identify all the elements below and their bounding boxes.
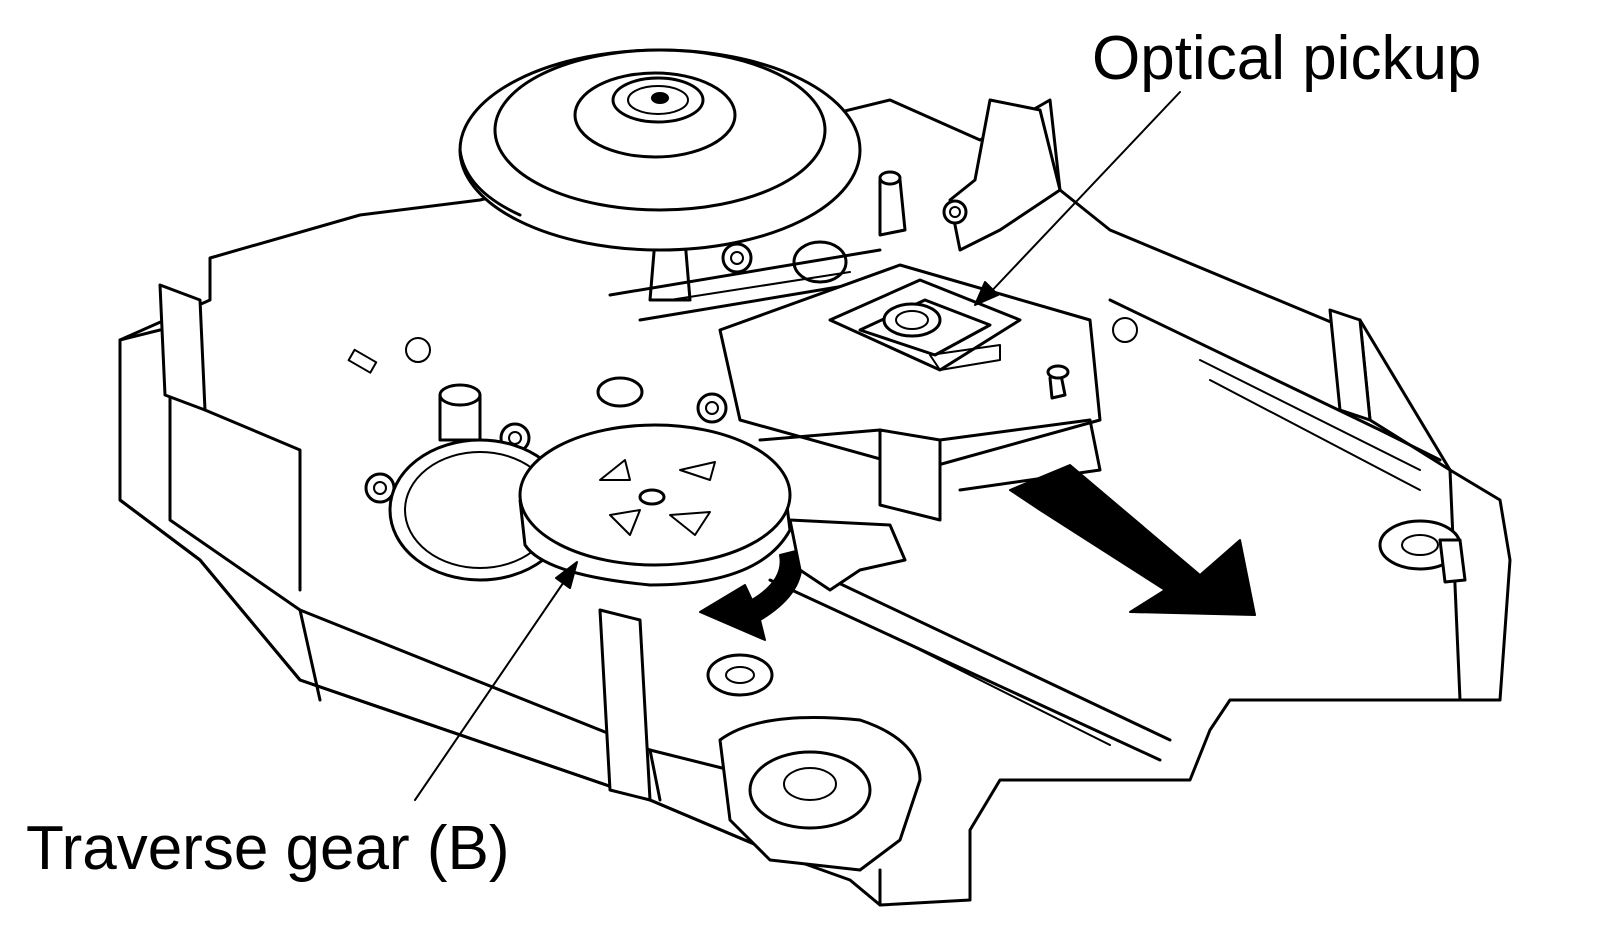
traverse-gear [388, 376, 907, 592]
leader-optical-pickup-arrowhead [974, 281, 999, 306]
leader-traverse-gear-arrowhead [555, 561, 578, 589]
traverse-gear-label: Traverse gear (B) [26, 814, 510, 883]
optical-pickup-label: Optical pickup [1092, 24, 1482, 93]
guide-shaft [608, 248, 1172, 762]
front-foot [598, 519, 1467, 907]
callout-leaders [414, 91, 1181, 801]
turntable [458, 48, 862, 302]
movement-arrows [699, 464, 1256, 641]
leader-traverse-gear [414, 569, 573, 801]
back-bracket [878, 98, 1062, 252]
chassis [118, 98, 1512, 907]
leader-optical-pickup [984, 91, 1181, 299]
optical-pickup-assembly [718, 263, 1102, 522]
